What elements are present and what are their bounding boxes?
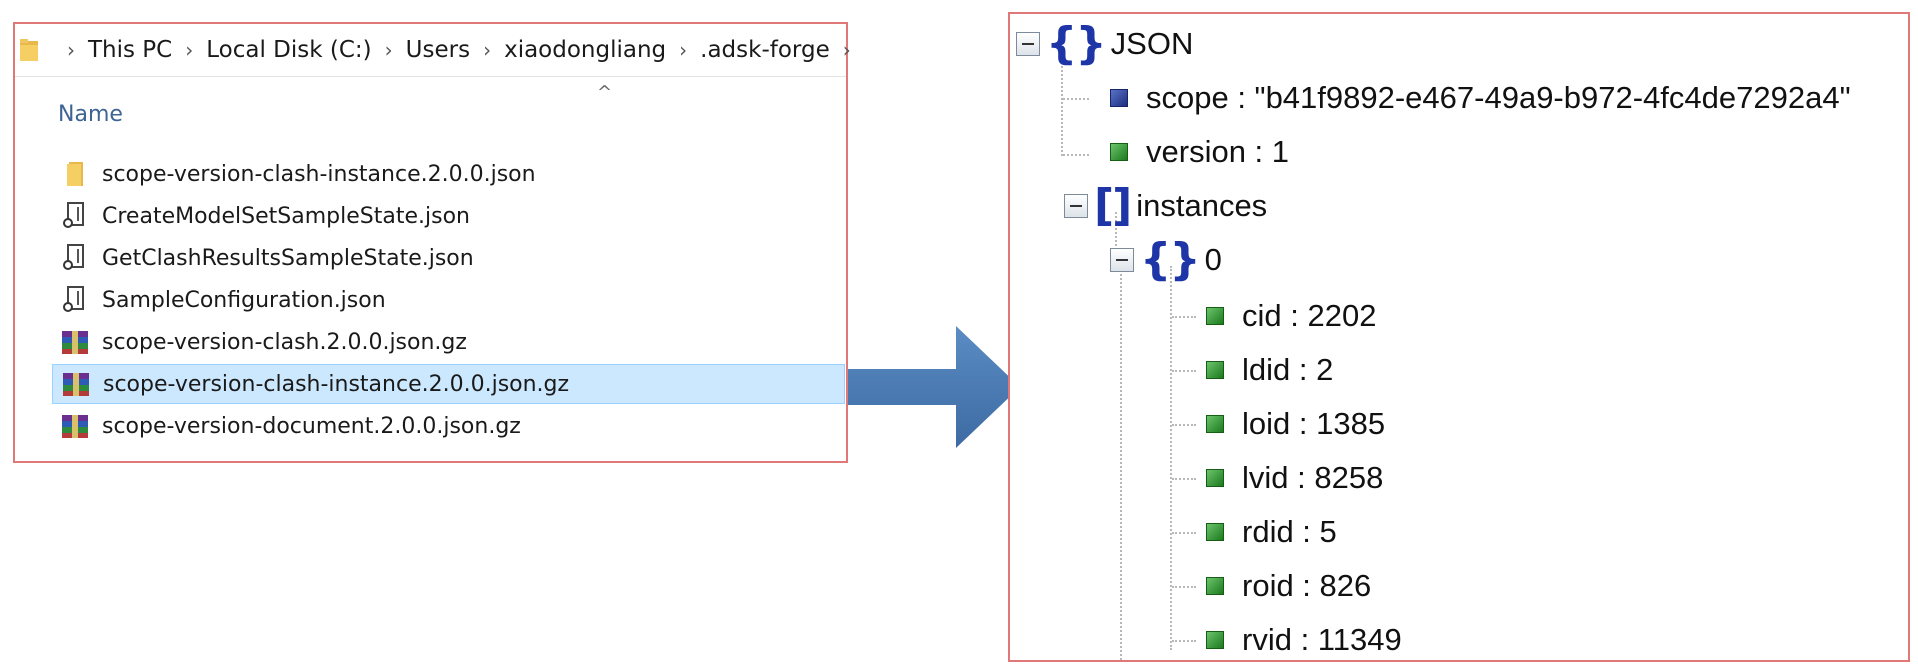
sort-ascending-icon: ^: [597, 82, 613, 103]
file-row[interactable]: scope-version-document.2.0.0.json.gz: [52, 406, 845, 446]
tree-node-field[interactable]: rvid : 11349: [1206, 614, 1402, 660]
archive-icon: [60, 411, 90, 441]
folder-icon: [60, 159, 90, 189]
script-file-icon: [60, 243, 90, 273]
tree-connector: [1172, 640, 1196, 642]
number-value-icon: [1206, 415, 1224, 433]
address-bar[interactable]: › This PC › Local Disk (C:) › Users › xi…: [15, 24, 851, 77]
tree-node-label: scope : "b41f9892-e467-49a9-b972-4fc4de7…: [1146, 80, 1851, 115]
number-value-icon: [1206, 469, 1224, 487]
tree-node-label: cid : 2202: [1242, 298, 1377, 333]
collapse-icon[interactable]: [1064, 194, 1088, 218]
number-value-icon: [1206, 631, 1224, 649]
string-value-icon: [1110, 89, 1128, 107]
folder-icon: [20, 38, 40, 62]
file-row[interactable]: scope-version-clash.2.0.0.json.gz: [52, 322, 845, 362]
chevron-right-icon[interactable]: ›: [842, 38, 851, 62]
chevron-right-icon[interactable]: ›: [679, 38, 688, 62]
tree-node-scope[interactable]: scope : "b41f9892-e467-49a9-b972-4fc4de7…: [1110, 72, 1851, 124]
tree-connector: [1063, 98, 1089, 100]
file-row-selected[interactable]: scope-version-clash-instance.2.0.0.json.…: [52, 364, 845, 404]
tree-node-label: instances: [1136, 188, 1268, 223]
tree-connector: [1063, 154, 1089, 156]
number-value-icon: [1110, 143, 1128, 161]
file-row[interactable]: CreateModelSetSampleState.json: [52, 196, 845, 236]
file-name: GetClashResultsSampleState.json: [102, 245, 474, 271]
tree-node-label: JSON: [1110, 26, 1194, 61]
collapse-icon[interactable]: [1110, 248, 1134, 272]
tree-node-field[interactable]: rdid : 5: [1206, 506, 1337, 558]
tree-node-label: rvid : 11349: [1242, 622, 1402, 657]
number-value-icon: [1206, 307, 1224, 325]
number-value-icon: [1206, 361, 1224, 379]
tree-node-field[interactable]: loid : 1385: [1206, 398, 1385, 450]
tree-connector: [1172, 316, 1196, 318]
file-name: CreateModelSetSampleState.json: [102, 203, 470, 229]
tree-connector: [1172, 532, 1196, 534]
file-name: scope-version-clash-instance.2.0.0.json.…: [103, 371, 570, 397]
tree-node-label: ldid : 2: [1242, 352, 1334, 387]
tree-node-label: version : 1: [1146, 134, 1290, 169]
tree-connector: [1172, 478, 1196, 480]
tree-connector: [1170, 266, 1172, 650]
right-arrow-icon: [848, 326, 1020, 448]
tree-node-label: lvid : 8258: [1242, 460, 1384, 495]
array-icon: []: [1094, 180, 1132, 231]
tree-node-item-0[interactable]: {} 0: [1110, 234, 1222, 286]
file-explorer-window: › This PC › Local Disk (C:) › Users › xi…: [13, 22, 851, 463]
tree-connector: [1172, 370, 1196, 372]
tree-node-version[interactable]: version : 1: [1110, 126, 1289, 178]
object-icon: {}: [1140, 234, 1201, 285]
tree-node-field[interactable]: cid : 2202: [1206, 290, 1376, 342]
file-row[interactable]: scope-version-clash-instance.2.0.0.json: [52, 154, 845, 194]
file-row[interactable]: GetClashResultsSampleState.json: [52, 238, 845, 278]
chevron-right-icon[interactable]: ›: [384, 38, 393, 62]
tree-node-field[interactable]: ldid : 2: [1206, 344, 1333, 396]
script-file-icon: [60, 285, 90, 315]
number-value-icon: [1206, 523, 1224, 541]
breadcrumb-this-pc[interactable]: This PC: [88, 37, 173, 63]
tree-node-label: roid : 826: [1242, 568, 1372, 603]
file-name: SampleConfiguration.json: [102, 287, 386, 313]
column-header-name[interactable]: Name: [58, 102, 123, 127]
chevron-right-icon[interactable]: ›: [67, 38, 75, 62]
breadcrumb-local-disk[interactable]: Local Disk (C:): [206, 37, 372, 63]
tree-node-label: rdid : 5: [1242, 514, 1337, 549]
tree-connector: [1172, 586, 1196, 588]
tree-connector: [1120, 266, 1122, 660]
tree-node-field[interactable]: lvid : 8258: [1206, 452, 1383, 504]
archive-icon: [61, 369, 91, 399]
chevron-right-icon[interactable]: ›: [483, 38, 492, 62]
tree-node-label: 0: [1204, 242, 1222, 277]
tree-node-root[interactable]: {} JSON: [1016, 18, 1193, 70]
json-tree-viewer: {} JSON scope : "b41f9892-e467-49a9-b972…: [1008, 12, 1910, 662]
file-row[interactable]: SampleConfiguration.json: [52, 280, 845, 320]
breadcrumb-users[interactable]: Users: [405, 37, 471, 63]
number-value-icon: [1206, 577, 1224, 595]
file-name: scope-version-clash.2.0.0.json.gz: [102, 329, 467, 355]
file-name: scope-version-clash-instance.2.0.0.json: [102, 161, 536, 187]
script-file-icon: [60, 201, 90, 231]
tree-connector: [1061, 66, 1063, 156]
tree-node-field[interactable]: roid : 826: [1206, 560, 1371, 612]
object-icon: {}: [1046, 18, 1107, 69]
chevron-right-icon[interactable]: ›: [185, 38, 194, 62]
file-name: scope-version-document.2.0.0.json.gz: [102, 413, 521, 439]
tree-node-label: loid : 1385: [1242, 406, 1386, 441]
tree-connector: [1115, 212, 1117, 258]
collapse-icon[interactable]: [1016, 32, 1040, 56]
archive-icon: [60, 327, 90, 357]
breadcrumb-adsk-forge[interactable]: .adsk-forge: [700, 37, 830, 63]
tree-connector: [1172, 424, 1196, 426]
tree-node-instances[interactable]: [] instances: [1064, 180, 1267, 232]
breadcrumb-user-folder[interactable]: xiaodongliang: [504, 37, 667, 63]
